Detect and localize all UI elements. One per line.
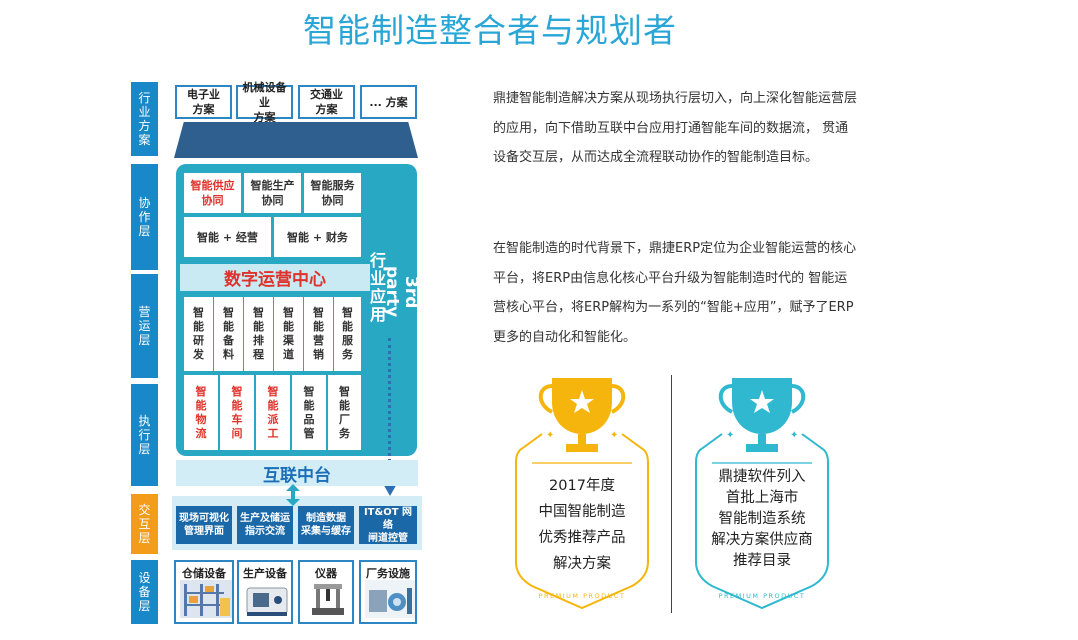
middle-platform: 互联中台	[176, 460, 418, 486]
interaction-visualization: 现场可视化管理界面	[176, 506, 232, 544]
double-arrow-icon	[286, 484, 300, 506]
award-badge-gold: ✦ ✦ PREMIUM PRODUCT	[515, 378, 649, 610]
layer-label-collab: 协作层	[131, 164, 158, 270]
digital-operations-center: 数字运营中心	[180, 264, 370, 291]
cell-logistics: 智能物流	[184, 375, 218, 450]
solution-more: ... 方案	[360, 85, 417, 119]
interaction-network: IT&OT 网络闸道控管	[359, 506, 417, 544]
cell-smart-business: 智能 + 经营	[184, 217, 271, 257]
cell-smart-finance: 智能 + 财务	[274, 217, 361, 257]
erp-paragraph: 在智能制造的时代背景下，鼎捷ERP定位为企业智能运营的核心平台，将ERP由信息化…	[493, 241, 857, 345]
third-party-label: 3rd party	[382, 266, 421, 318]
cell-production-collab: 智能生产协同	[244, 173, 301, 213]
device-production: 生产设备	[237, 560, 293, 624]
svg-text:✦: ✦	[726, 430, 734, 441]
svg-text:✦: ✦	[610, 430, 618, 441]
svg-text:✦: ✦	[546, 430, 554, 441]
solution-machinery: 机械设备业方案	[236, 81, 293, 124]
cell-channel: 智能渠道	[274, 297, 303, 371]
layer-label-execution: 执行层	[131, 384, 158, 486]
cell-quality: 智能品管	[292, 375, 326, 450]
layer-label-operation: 营运层	[131, 274, 158, 378]
svg-text:✦: ✦	[790, 430, 798, 441]
interaction-data-collection: 制造数据采集与缓存	[298, 506, 354, 544]
cell-rnd: 智能研发	[184, 297, 213, 371]
cell-facility: 智能厂务	[328, 375, 361, 450]
interaction-instruction: 生产及储运指示交流	[237, 506, 293, 544]
layer-label-industry: 行业方案	[131, 82, 158, 156]
cell-dispatch: 智能派工	[256, 375, 290, 450]
badge-divider	[671, 375, 672, 613]
cell-material: 智能备料	[214, 297, 243, 371]
ribbon-text-cyan: PREMIUM PRODUCT	[719, 592, 806, 600]
third-party-dotted-line	[388, 338, 391, 486]
instrument-icon	[304, 580, 352, 618]
award-text-gold: 2017年度 中国智能制造 优秀推荐产品 解决方案	[538, 478, 626, 572]
device-facility: 厂务设施	[359, 560, 417, 624]
device-instrument: 仪器	[298, 560, 354, 624]
award-badge-cyan: ✦ ✦ PREMIUM PRODUCT	[695, 378, 829, 610]
solution-funnel	[174, 122, 418, 158]
cell-service: 智能服务	[334, 297, 361, 371]
cell-marketing: 智能营销	[304, 297, 333, 371]
warehouse-equipment-icon	[180, 580, 232, 618]
cell-scheduling: 智能排程	[244, 297, 273, 371]
cell-service-collab: 智能服务协同	[304, 173, 361, 213]
layer-label-device: 设备层	[131, 560, 158, 624]
industry-app-label: 行业应用	[369, 251, 386, 324]
facility-icon	[365, 580, 415, 618]
layer-label-interaction: 交互层	[131, 494, 158, 554]
production-machine-icon	[243, 580, 291, 618]
ribbon-text-gold: PREMIUM PRODUCT	[539, 592, 626, 600]
solution-transport: 交通业方案	[298, 85, 355, 119]
page-title: 智能制造整合者与规划者	[303, 11, 677, 50]
solution-electronics: 电子业方案	[175, 85, 232, 119]
device-warehouse: 仓储设备	[174, 560, 234, 624]
cell-supply-collab: 智能供应协同	[184, 173, 241, 213]
cell-workshop: 智能车间	[220, 375, 254, 450]
intro-paragraph: 鼎捷智能制造解决方案从现场执行层切入，向上深化智能运营层的应用，向下借助互联中台…	[493, 91, 858, 165]
award-text-cyan: 鼎捷软件列入 首批上海市 智能制造系统 解决方案供应商 推荐目录	[711, 469, 813, 569]
